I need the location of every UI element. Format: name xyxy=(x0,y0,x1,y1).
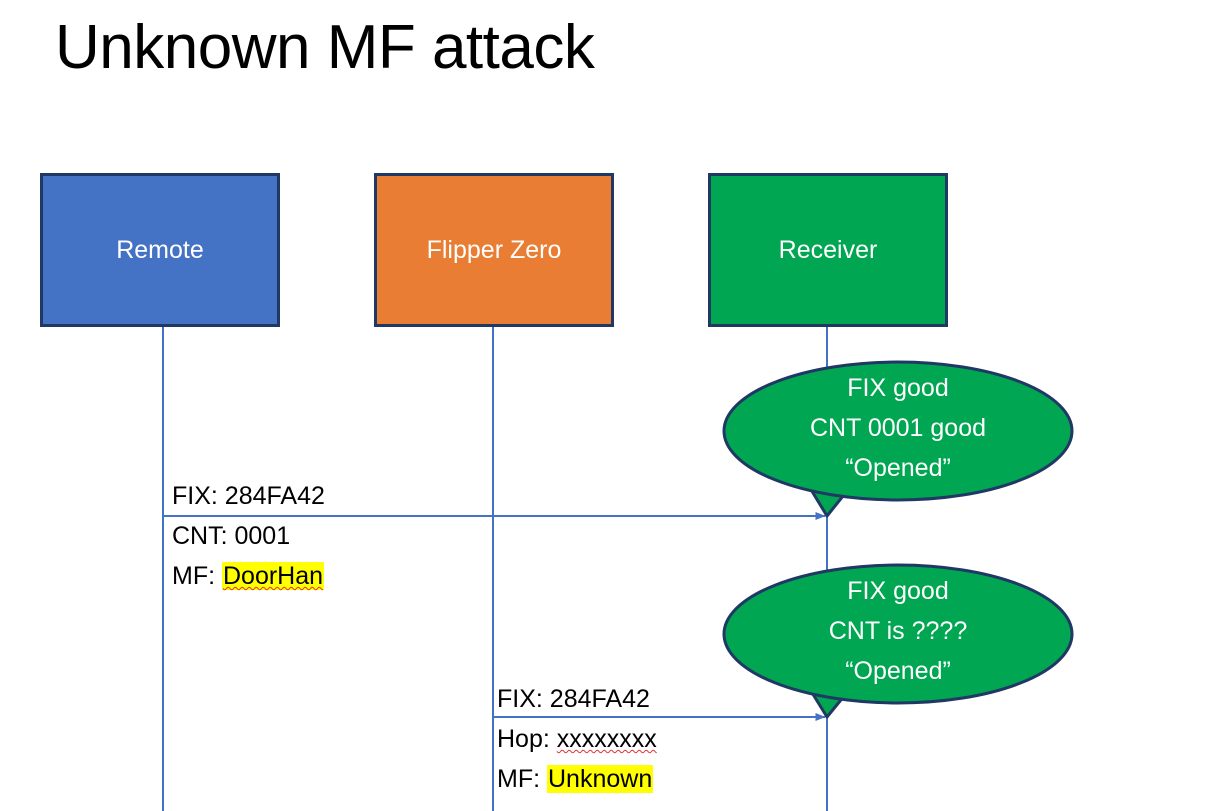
message-line: Hop: xxxxxxxx xyxy=(497,719,657,759)
bubble-line: CNT 0001 good xyxy=(809,414,987,442)
actor-box-flipper[interactable]: Flipper Zero xyxy=(374,173,614,327)
message-line-label: MF: xyxy=(172,562,222,590)
actor-label-flipper: Flipper Zero xyxy=(426,236,562,264)
speech-bubble-2 xyxy=(722,563,1074,719)
message-line-label: FIX: xyxy=(172,482,225,510)
message-line-value-highlighted: DoorHan xyxy=(222,562,325,590)
speech-bubble-1 xyxy=(722,360,1074,518)
bubble-line: FIX good xyxy=(847,374,949,402)
actor-label-remote: Remote xyxy=(116,236,204,264)
bubble-line: “Opened” xyxy=(845,454,951,482)
message-line-value: 0001 xyxy=(234,522,291,550)
message-line-label: Hop: xyxy=(497,725,557,753)
message-line: FIX: 284FA42 xyxy=(497,679,657,719)
message-line-value-highlighted: Unknown xyxy=(547,765,654,793)
actor-label-receiver: Receiver xyxy=(778,236,878,264)
message-line: MF: Unknown xyxy=(497,759,657,799)
message-line: MF: DoorHan xyxy=(172,556,325,596)
bubble-line: CNT is ???? xyxy=(828,617,968,645)
message-line-value: 284FA42 xyxy=(224,482,325,510)
speech-bubble-1-text: FIX good CNT 0001 good “Opened” xyxy=(724,368,1072,488)
actor-box-receiver[interactable]: Receiver xyxy=(708,173,948,327)
bubble-line: “Opened” xyxy=(845,657,951,685)
message-line-value-spellchecked: xxxxxxxx xyxy=(556,725,657,753)
message-line: FIX: 284FA42 xyxy=(172,476,325,516)
message-line-value: 284FA42 xyxy=(549,685,650,713)
page-title: Unknown MF attack xyxy=(55,13,595,82)
message-line-label: FIX: xyxy=(497,685,550,713)
bubble-line: FIX good xyxy=(847,577,949,605)
message-label-remote-to-receiver: FIX: 284FA42 CNT: 0001 MF: DoorHan xyxy=(172,476,325,596)
message-line-label: MF: xyxy=(497,765,547,793)
message-line: CNT: 0001 xyxy=(172,516,325,556)
message-label-flipper-to-receiver: FIX: 284FA42 Hop: xxxxxxxx MF: Unknown xyxy=(497,679,657,799)
speech-bubble-2-text: FIX good CNT is ???? “Opened” xyxy=(724,571,1072,691)
message-line-label: CNT: xyxy=(172,522,235,550)
actor-box-remote[interactable]: Remote xyxy=(40,173,280,327)
